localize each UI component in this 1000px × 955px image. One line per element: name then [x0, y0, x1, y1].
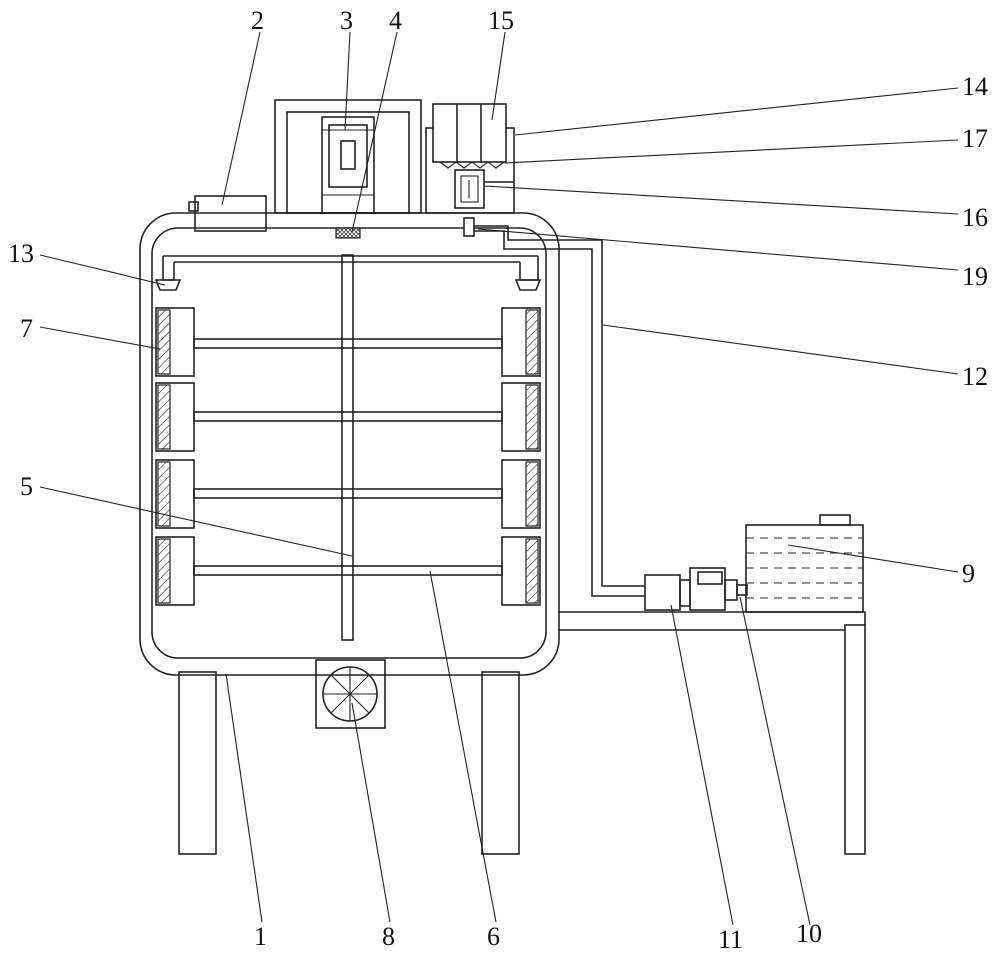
pump-unit	[644, 567, 748, 611]
stirring-shaft	[341, 254, 354, 641]
label-16: 16	[962, 203, 988, 232]
label-4: 4	[389, 6, 402, 35]
spray-manifold	[154, 255, 542, 291]
label-1: 1	[254, 922, 267, 951]
label-17: 17	[962, 124, 988, 153]
dosing-assembly	[425, 103, 515, 237]
label-2: 2	[251, 6, 264, 35]
scraper-blocks	[155, 307, 541, 606]
tank-body	[139, 212, 560, 676]
top-hopper	[188, 195, 267, 232]
label-9: 9	[962, 559, 975, 588]
label-14: 14	[962, 72, 988, 101]
label-19: 19	[962, 262, 988, 291]
label-6: 6	[487, 922, 500, 951]
label-15: 15	[488, 6, 514, 35]
label-11: 11	[718, 925, 743, 954]
leader-lines	[39, 31, 959, 926]
label-10: 10	[796, 919, 822, 948]
label-13: 13	[8, 239, 34, 268]
label-7: 7	[20, 314, 33, 343]
label-8: 8	[382, 922, 395, 951]
motor-frame	[274, 99, 422, 239]
support-legs	[178, 624, 866, 855]
label-3: 3	[340, 6, 353, 35]
pump-platform	[558, 611, 866, 631]
water-tank	[745, 514, 864, 613]
label-5: 5	[20, 472, 33, 501]
stirring-rods	[193, 338, 503, 576]
label-12: 12	[962, 362, 988, 391]
outlet-fan	[315, 659, 386, 729]
